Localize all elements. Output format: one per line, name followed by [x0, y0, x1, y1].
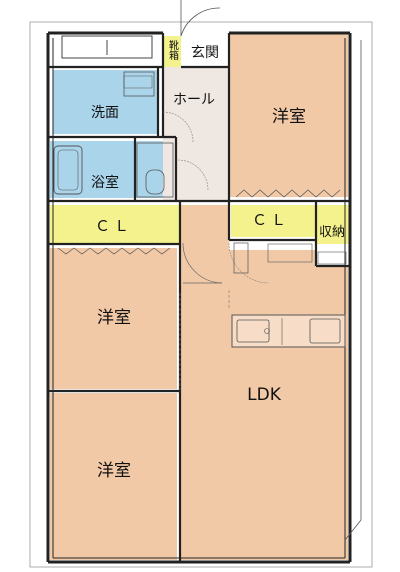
storage-sub-box: [317, 251, 347, 265]
stove: [309, 318, 341, 344]
bathtub: [53, 145, 83, 195]
room-hall: [163, 67, 229, 201]
label-shoe-box: 靴箱: [167, 39, 179, 61]
room-ldk: [181, 205, 348, 560]
hall-ldk-door-swing: [228, 242, 269, 284]
sink: [236, 319, 270, 343]
inner-walls: [48, 33, 350, 562]
closet-left: [50, 205, 180, 243]
label-washroom: 洗面: [91, 105, 119, 121]
closet-right: [231, 205, 315, 237]
label-western-middle: 洋室: [97, 308, 131, 328]
label-western-top-right: 洋室: [272, 107, 306, 127]
refrigerator-space: [233, 242, 249, 274]
storage: [316, 205, 349, 244]
hall-door-swing-2: [177, 159, 209, 191]
ldk-door-swing: [182, 242, 223, 284]
outer-wall-inner-line: [52, 38, 346, 559]
vanity: [123, 75, 153, 89]
label-ldk: LDK: [247, 385, 282, 405]
room-bath: [50, 141, 176, 198]
hall-door-swing-1: [162, 111, 194, 143]
shoe-box: [163, 36, 181, 67]
toilet-room: [136, 142, 174, 198]
top-window: [61, 35, 153, 59]
western-top-right-folding-door: [235, 189, 341, 198]
room-entrance: [181, 36, 229, 67]
toilet: [145, 169, 165, 195]
room-western-middle: [50, 248, 177, 389]
balcony-lines: [344, 40, 362, 541]
closet-left-folding-door: [57, 247, 171, 255]
label-entrance: 玄関: [191, 44, 219, 61]
label-hall: ホール: [173, 92, 215, 108]
room-washroom: [53, 70, 158, 134]
outer-frame: [29, 21, 373, 568]
sink-drain: [264, 328, 270, 334]
room-western-top-right: [229, 34, 348, 197]
label-closet-left: ＣＬ: [95, 217, 133, 235]
label-western-bottom: 洋室: [97, 461, 131, 481]
kitchen-counter-upper: [267, 243, 313, 263]
entrance-door-swing: [180, 7, 221, 37]
label-closet-right: ＣＬ: [252, 211, 290, 229]
label-storage: 収納: [319, 225, 345, 240]
label-bath: 浴室: [91, 174, 119, 191]
outer-walls: [46, 31, 352, 564]
room-western-bottom: [50, 393, 177, 560]
